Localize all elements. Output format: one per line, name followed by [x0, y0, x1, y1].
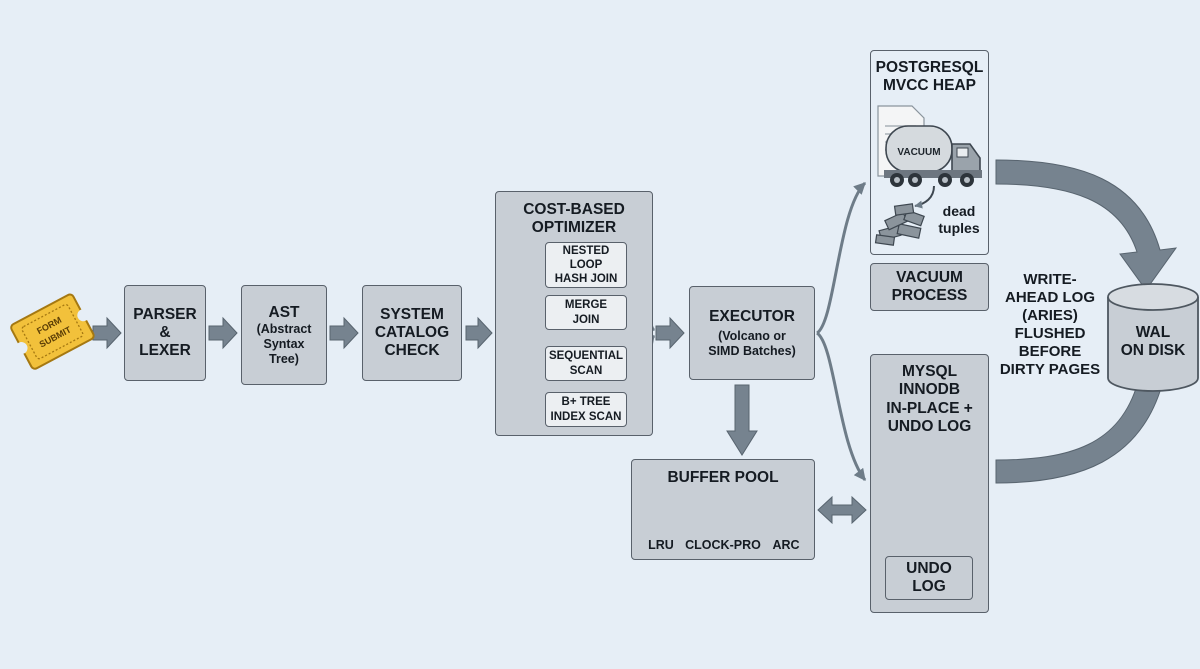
undo-log-box: UNDO LOG: [885, 556, 973, 600]
buffer-pool-title: BUFFER POOL: [667, 469, 779, 486]
mysql-title-line1: MYSQL: [901, 363, 958, 380]
parser-line2: &: [159, 323, 171, 341]
ast-sub1: (Abstract: [256, 322, 312, 337]
arrow-catalog-to-optimizer: [465, 316, 493, 350]
plan-sequential-scan: SEQUENTIAL SCAN: [545, 346, 627, 381]
parser-lexer-box: PARSER & LEXER: [124, 285, 206, 381]
wal-note-line: DIRTY PAGES: [999, 361, 1101, 378]
postgres-title: POSTGRESQL MVCC HEAP: [871, 59, 988, 96]
optimizer-title-line1: COST-BASED: [523, 201, 625, 218]
wal-note-line: WRITE-: [1023, 271, 1077, 288]
wal-note-line: (ARIES): [1022, 307, 1078, 324]
mysql-title-line3: IN-PLACE +: [886, 399, 973, 417]
postgres-title-line2: MVCC HEAP: [882, 77, 976, 95]
undo-line1: UNDO: [906, 559, 952, 577]
wal-disk-line1: WAL: [1135, 324, 1171, 341]
wal-note-line: BEFORE: [1018, 343, 1082, 360]
mysql-title: MYSQL INNODB IN-PLACE + UNDO LOG: [871, 363, 988, 436]
arrow-ast-to-catalog: [329, 316, 359, 350]
ast-sub2: Syntax: [263, 336, 305, 351]
plan-nested-loop-hash-join: NESTED LOOP HASH JOIN: [545, 242, 627, 288]
dead-line1: dead: [942, 203, 976, 219]
optimizer-title: COST-BASED OPTIMIZER: [496, 201, 652, 238]
plan-line: B+ TREE: [561, 396, 611, 409]
plan-line: LOOP: [569, 258, 603, 271]
parser-line1: PARSER: [133, 305, 197, 323]
mysql-title-line4: UNDO LOG: [887, 417, 972, 435]
vacuum-process-box: VACUUM PROCESS: [870, 263, 989, 311]
plan-line: INDEX SCAN: [550, 410, 622, 423]
policy-label-lru: LRU: [648, 538, 674, 552]
arrow-executor-to-bufferpool: [726, 384, 758, 456]
wal-note-line: AHEAD LOG: [1005, 289, 1095, 306]
policy-label-clock-pro: CLOCK-PRO: [685, 538, 761, 552]
dead-tuples-label: dead tuples: [930, 203, 988, 236]
arrow-executor-to-postgres: [815, 181, 867, 335]
dead-tuples-rubble-icon: [874, 203, 925, 246]
plan-merge-join: MERGE JOIN: [545, 295, 627, 330]
executor-sub1: (Volcano or: [718, 328, 786, 343]
plan-bplus-tree-index-scan: B+ TREE INDEX SCAN: [545, 392, 627, 427]
catalog-line2: CATALOG: [374, 323, 450, 341]
plan-line: NESTED: [562, 244, 610, 257]
buffer-pool-panel: BUFFER POOL: [631, 459, 815, 560]
vacuum-line1: VACUUM: [896, 268, 963, 286]
catalog-line3: CHECK: [384, 342, 440, 360]
plan-line: MERGE: [564, 299, 608, 312]
vacuum-truck-icon: VACUUM: [884, 125, 982, 187]
ast-box: AST (Abstract Syntax Tree): [241, 285, 327, 385]
vacuum-line2: PROCESS: [891, 287, 968, 304]
ast-title: AST: [268, 303, 300, 321]
executor-title: EXECUTOR: [709, 307, 795, 325]
mysql-title-line2: INNODB: [898, 381, 961, 399]
plan-line: SEQUENTIAL: [548, 350, 624, 363]
form-submit-ticket-icon: FORM SUBMIT: [10, 293, 95, 370]
dead-line2: tuples: [938, 219, 980, 236]
optimizer-title-line2: OPTIMIZER: [531, 219, 617, 237]
wal-disk-line2: ON DISK: [1120, 342, 1186, 360]
plan-line: JOIN: [572, 313, 600, 326]
wal-cylinder-icon: [1107, 283, 1199, 392]
wal-on-disk-label: WAL ON DISK: [1108, 324, 1198, 361]
executor-box: EXECUTOR (Volcano or SIMD Batches): [689, 286, 815, 380]
wal-note-line: FLUSHED: [1014, 325, 1086, 342]
undo-line2: LOG: [912, 578, 946, 595]
policy-label-arc: ARC: [772, 538, 800, 552]
arrow-ticket-to-parser: [92, 316, 122, 350]
wal-flush-note: WRITE- AHEAD LOG (ARIES) FLUSHED BEFORE …: [992, 271, 1108, 379]
catalog-line1: SYSTEM: [380, 305, 444, 323]
system-catalog-box: SYSTEM CATALOG CHECK: [362, 285, 462, 381]
postgresql-mvcc-heap-panel: POSTGRESQL MVCC HEAP: [870, 50, 989, 255]
executor-sub2: SIMD Batches): [708, 343, 796, 358]
arrow-executor-to-mysql: [815, 331, 867, 481]
arrow-parser-to-ast: [208, 316, 238, 350]
plan-line: SCAN: [569, 364, 603, 377]
dead-tuples-arrow-icon: [914, 185, 935, 209]
postgres-title-line1: POSTGRESQL: [875, 59, 984, 76]
arrow-bufferpool-mysql-bidirectional: [817, 495, 867, 525]
ast-sub3: Tree): [269, 351, 299, 366]
arrow-optimizer-to-executor: [655, 316, 685, 350]
plan-line: HASH JOIN: [554, 273, 618, 285]
truck-label: VACUUM: [897, 147, 940, 158]
parser-line3: LEXER: [139, 342, 191, 360]
